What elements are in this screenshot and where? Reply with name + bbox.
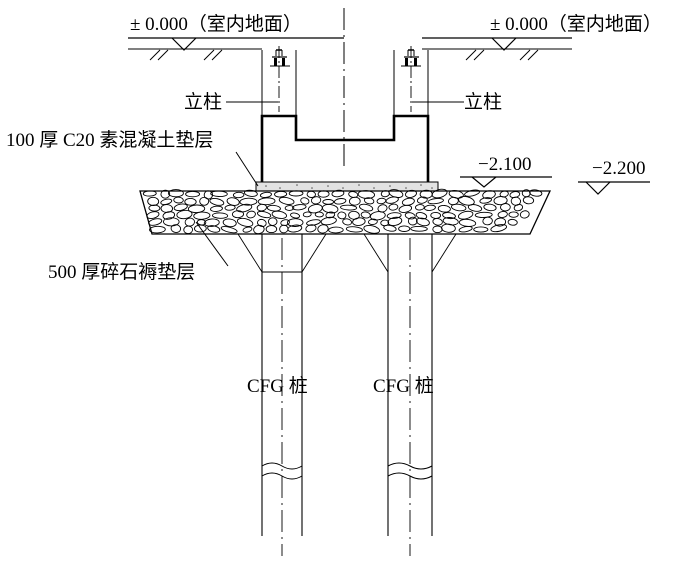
left-ground-hatch <box>149 49 223 61</box>
left-floor-elevation-label: ± 0.000（室内地面） <box>130 13 302 35</box>
gravel-cushion-label: 500 厚碎石褥垫层 <box>48 261 195 283</box>
right-pile-break-line <box>387 462 433 470</box>
right-floor-elevation-label: ± 0.000（室内地面） <box>490 13 662 35</box>
left-anchor-bolt-icon <box>270 49 290 67</box>
gravel-stones <box>142 188 543 235</box>
foundation-bottom-elevation-mark: −2.200 <box>578 158 650 195</box>
left-column: 立柱 <box>184 46 297 116</box>
concrete-cushion-label: 100 厚 C20 素混凝土垫层 <box>6 129 213 151</box>
foundation-bottom-elevation-label: −2.200 <box>592 158 645 179</box>
right-floor-level-mark: ± 0.000（室内地面） <box>422 13 662 61</box>
left-floor-level-mark: ± 0.000（室内地面） <box>128 13 344 61</box>
right-ground-hatch <box>465 49 539 61</box>
left-pile-label: CFG 桩 <box>247 375 308 397</box>
concrete-cushion-layer <box>255 181 439 192</box>
right-cfg-pile: CFG 桩 <box>363 233 457 556</box>
foundation-beam-outline <box>260 114 430 182</box>
right-column: 立柱 <box>393 46 502 116</box>
left-cfg-pile: CFG 桩 <box>237 233 327 556</box>
right-column-label: 立柱 <box>464 91 502 113</box>
right-anchor-bolt-icon <box>401 49 421 67</box>
gravel-cushion-layer <box>139 188 552 235</box>
concrete-cushion-leader <box>235 151 259 187</box>
right-pile-label: CFG 桩 <box>373 375 434 397</box>
gravel-cushion-leader <box>195 221 229 267</box>
cushion-top-elevation-label: −2.100 <box>478 154 531 175</box>
left-pile-break-line <box>261 462 303 470</box>
cushion-top-elevation-mark: −2.100 <box>460 154 552 188</box>
left-column-label: 立柱 <box>184 91 222 113</box>
